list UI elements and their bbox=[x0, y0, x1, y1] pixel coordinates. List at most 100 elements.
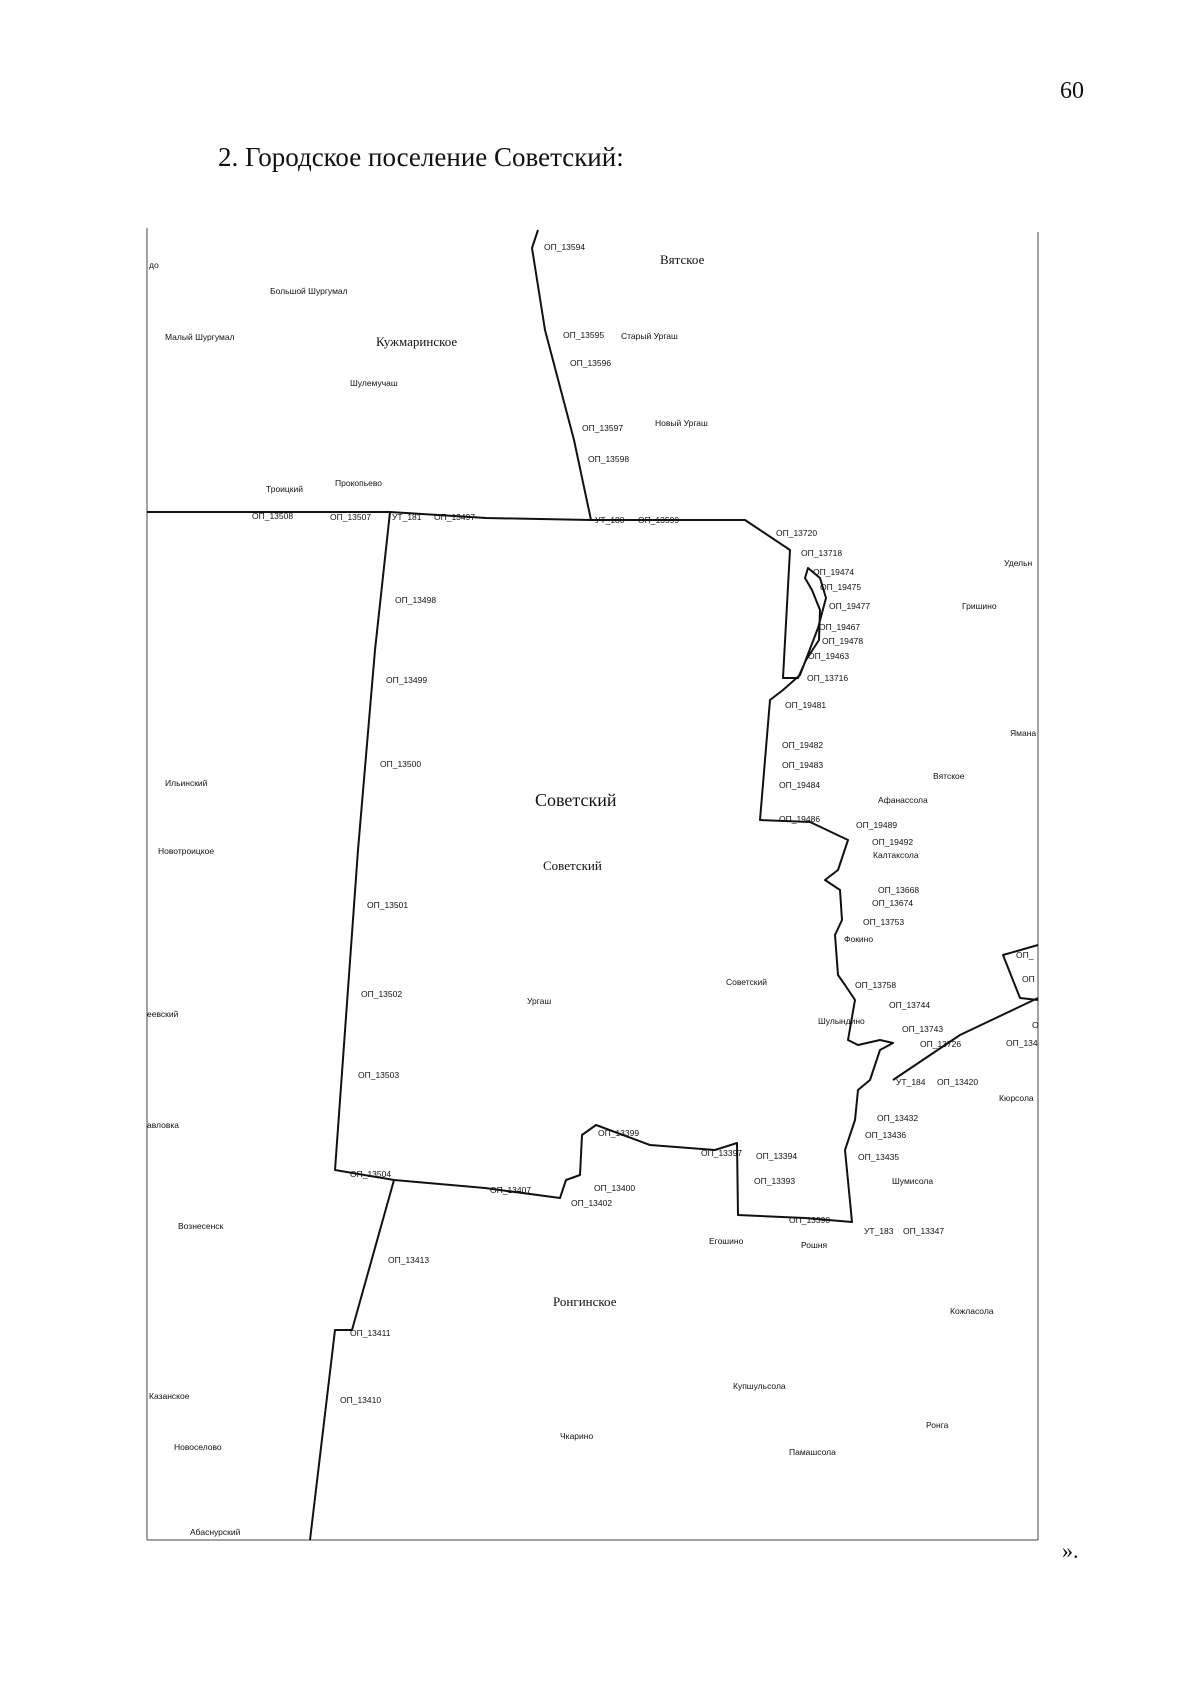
point-op-13413: ОП_13413 bbox=[388, 1255, 429, 1265]
point-op-13668: ОП_13668 bbox=[878, 885, 919, 895]
settlement-chkarino: Чкарино bbox=[560, 1431, 593, 1441]
settlement-ronga: Ронга bbox=[926, 1420, 949, 1430]
point-op-13718: ОП_13718 bbox=[801, 548, 842, 558]
settlement-novy-urgash: Новый Ургаш bbox=[655, 418, 708, 428]
settlement-maly-shurgumal: Малый Шургумал bbox=[165, 332, 235, 342]
point-op-13432: ОП_13432 bbox=[877, 1113, 918, 1123]
point-ut-180: УТ_180 bbox=[595, 515, 625, 525]
point-ut-183: УТ_183 bbox=[864, 1226, 894, 1236]
settlement-urgash: Ургаш bbox=[527, 996, 551, 1006]
point-op-13758: ОП_13758 bbox=[855, 980, 896, 990]
closing-quote: ». bbox=[1062, 1538, 1079, 1563]
point-op-19478: ОП_19478 bbox=[822, 636, 863, 646]
settlement-kaltaksola: Калтаксола bbox=[873, 850, 919, 860]
point-op-13402: ОП_13402 bbox=[571, 1198, 612, 1208]
settlement-stary-urgash: Старый Ургаш bbox=[621, 331, 678, 341]
point-op-cut-1: ОП_ bbox=[1016, 950, 1034, 960]
boundary-east-wedge bbox=[1002, 944, 1039, 1001]
point-op-19475: ОП_19475 bbox=[820, 582, 861, 592]
point-op-cut-2: ОП bbox=[1022, 974, 1035, 984]
region-sovetsky-main: Советский bbox=[535, 790, 617, 810]
point-op-19481: ОП_19481 bbox=[785, 700, 826, 710]
point-op-13390: ОП_13390 bbox=[789, 1215, 830, 1225]
point-op-cut-4: ОП_134 bbox=[1006, 1038, 1038, 1048]
point-op-13598: ОП_13598 bbox=[588, 454, 629, 464]
settlement-grishino: Гришино bbox=[962, 601, 997, 611]
page-heading: 2. Городское поселение Советский: bbox=[218, 142, 624, 172]
point-ut-184: УТ_184 bbox=[896, 1077, 926, 1087]
settlement-do: до bbox=[149, 260, 159, 270]
point-op-13407: ОП_13407 bbox=[490, 1185, 531, 1195]
region-ronginskoe: Ронгинское bbox=[553, 1294, 617, 1309]
settlement-kozhlasola: Кожласола bbox=[950, 1306, 994, 1316]
point-op-13420: ОП_13420 bbox=[937, 1077, 978, 1087]
point-op-13394: ОП_13394 bbox=[756, 1151, 797, 1161]
point-op-19467: ОП_19467 bbox=[819, 622, 860, 632]
point-op-13597: ОП_13597 bbox=[582, 423, 623, 433]
settlement-abasnursky: Абаснурский bbox=[190, 1527, 241, 1537]
point-op-13498: ОП_13498 bbox=[395, 595, 436, 605]
settlement-yamana: Ямана bbox=[1010, 728, 1036, 738]
point-op-13753: ОП_13753 bbox=[863, 917, 904, 927]
settlement-roshnya: Рошня bbox=[801, 1240, 828, 1250]
point-op-13599: ОП_13599 bbox=[638, 515, 679, 525]
point-op-13501: ОП_13501 bbox=[367, 900, 408, 910]
point-op-13595: ОП_13595 bbox=[563, 330, 604, 340]
point-op-13508: ОП_13508 bbox=[252, 511, 293, 521]
point-op-13436: ОП_13436 bbox=[865, 1130, 906, 1140]
point-op-13397: ОП_13397 bbox=[701, 1148, 742, 1158]
point-op-13596: ОП_13596 bbox=[570, 358, 611, 368]
region-vyatskoe-top: Вятское bbox=[660, 252, 705, 267]
settlement-shulemuchash: Шулемучаш bbox=[350, 378, 398, 388]
sovetsky-boundary bbox=[334, 511, 894, 1223]
settlement-prokopyevo: Прокопьево bbox=[335, 478, 382, 488]
point-op-19492: ОП_19492 bbox=[872, 837, 913, 847]
boundary-east-protrusion bbox=[892, 997, 1039, 1081]
point-op-13499: ОП_13499 bbox=[386, 675, 427, 685]
settlement-kupshulsola: Купшульсола bbox=[733, 1381, 786, 1391]
point-op-13674: ОП_13674 bbox=[872, 898, 913, 908]
point-op-13716: ОП_13716 bbox=[807, 673, 848, 683]
settlement-pavlovka: авловка bbox=[147, 1120, 179, 1130]
point-op-13411: ОП_13411 bbox=[350, 1328, 391, 1338]
settlement-fokino: Фокино bbox=[844, 934, 873, 944]
point-op-19482: ОП_19482 bbox=[782, 740, 823, 750]
boundary-north-divider bbox=[531, 229, 592, 521]
region-kuzhmarinskoe: Кужмаринское bbox=[376, 334, 457, 349]
point-op-13744: ОП_13744 bbox=[889, 1000, 930, 1010]
point-op-13504: ОП_13504 bbox=[350, 1169, 391, 1179]
point-ut-181: УТ_181 bbox=[392, 512, 422, 522]
point-op-19463: ОП_19463 bbox=[808, 651, 849, 661]
settlement-ilyinsky: Ильинский bbox=[165, 778, 208, 788]
page-number: 60 bbox=[1060, 78, 1084, 104]
settlement-kazanskoe: Казанское bbox=[149, 1391, 190, 1401]
point-op-19477: ОП_19477 bbox=[829, 601, 870, 611]
point-op-13502: ОП_13502 bbox=[361, 989, 402, 999]
point-op-13347: ОП_13347 bbox=[903, 1226, 944, 1236]
point-op-13497: ОП_13497 bbox=[434, 512, 475, 522]
point-op-13500: ОП_13500 bbox=[380, 759, 421, 769]
settlement-bolshoy-shurgumal: Большой Шургумал bbox=[270, 286, 348, 296]
point-op-13410: ОП_13410 bbox=[340, 1395, 381, 1405]
settlement-vyatskoe: Вятское bbox=[933, 771, 965, 781]
point-op-19489: ОП_19489 bbox=[856, 820, 897, 830]
settlement-troitsky: Троицкий bbox=[266, 484, 303, 494]
point-op-19486: ОП_19486 bbox=[779, 814, 820, 824]
settlement-pamashsola: Памашсола bbox=[789, 1447, 836, 1457]
settlement-novotroitskoe: Новотроицкое bbox=[158, 846, 214, 856]
point-op-13507: ОП_13507 bbox=[330, 512, 371, 522]
point-op-13594: ОП_13594 bbox=[544, 242, 585, 252]
settlement-afanassola: Афанассола bbox=[878, 795, 928, 805]
point-op-13720: ОП_13720 bbox=[776, 528, 817, 538]
point-op-13743: ОП_13743 bbox=[902, 1024, 943, 1034]
point-op-cut-3: О bbox=[1032, 1020, 1039, 1030]
settlement-evsky: еевский bbox=[147, 1009, 179, 1019]
point-op-19484: ОП_19484 bbox=[779, 780, 820, 790]
settlement-novoselovo: Новоселово bbox=[174, 1442, 222, 1452]
region-sovetsky-sub: Советский bbox=[543, 858, 602, 873]
settlement-voznesensk: Вознесенск bbox=[178, 1221, 224, 1231]
settlement-egoshino: Егошино bbox=[709, 1236, 744, 1246]
settlement-shulyndino: Шулындино bbox=[818, 1016, 865, 1026]
settlement-shumisola: Шумисола bbox=[892, 1176, 933, 1186]
